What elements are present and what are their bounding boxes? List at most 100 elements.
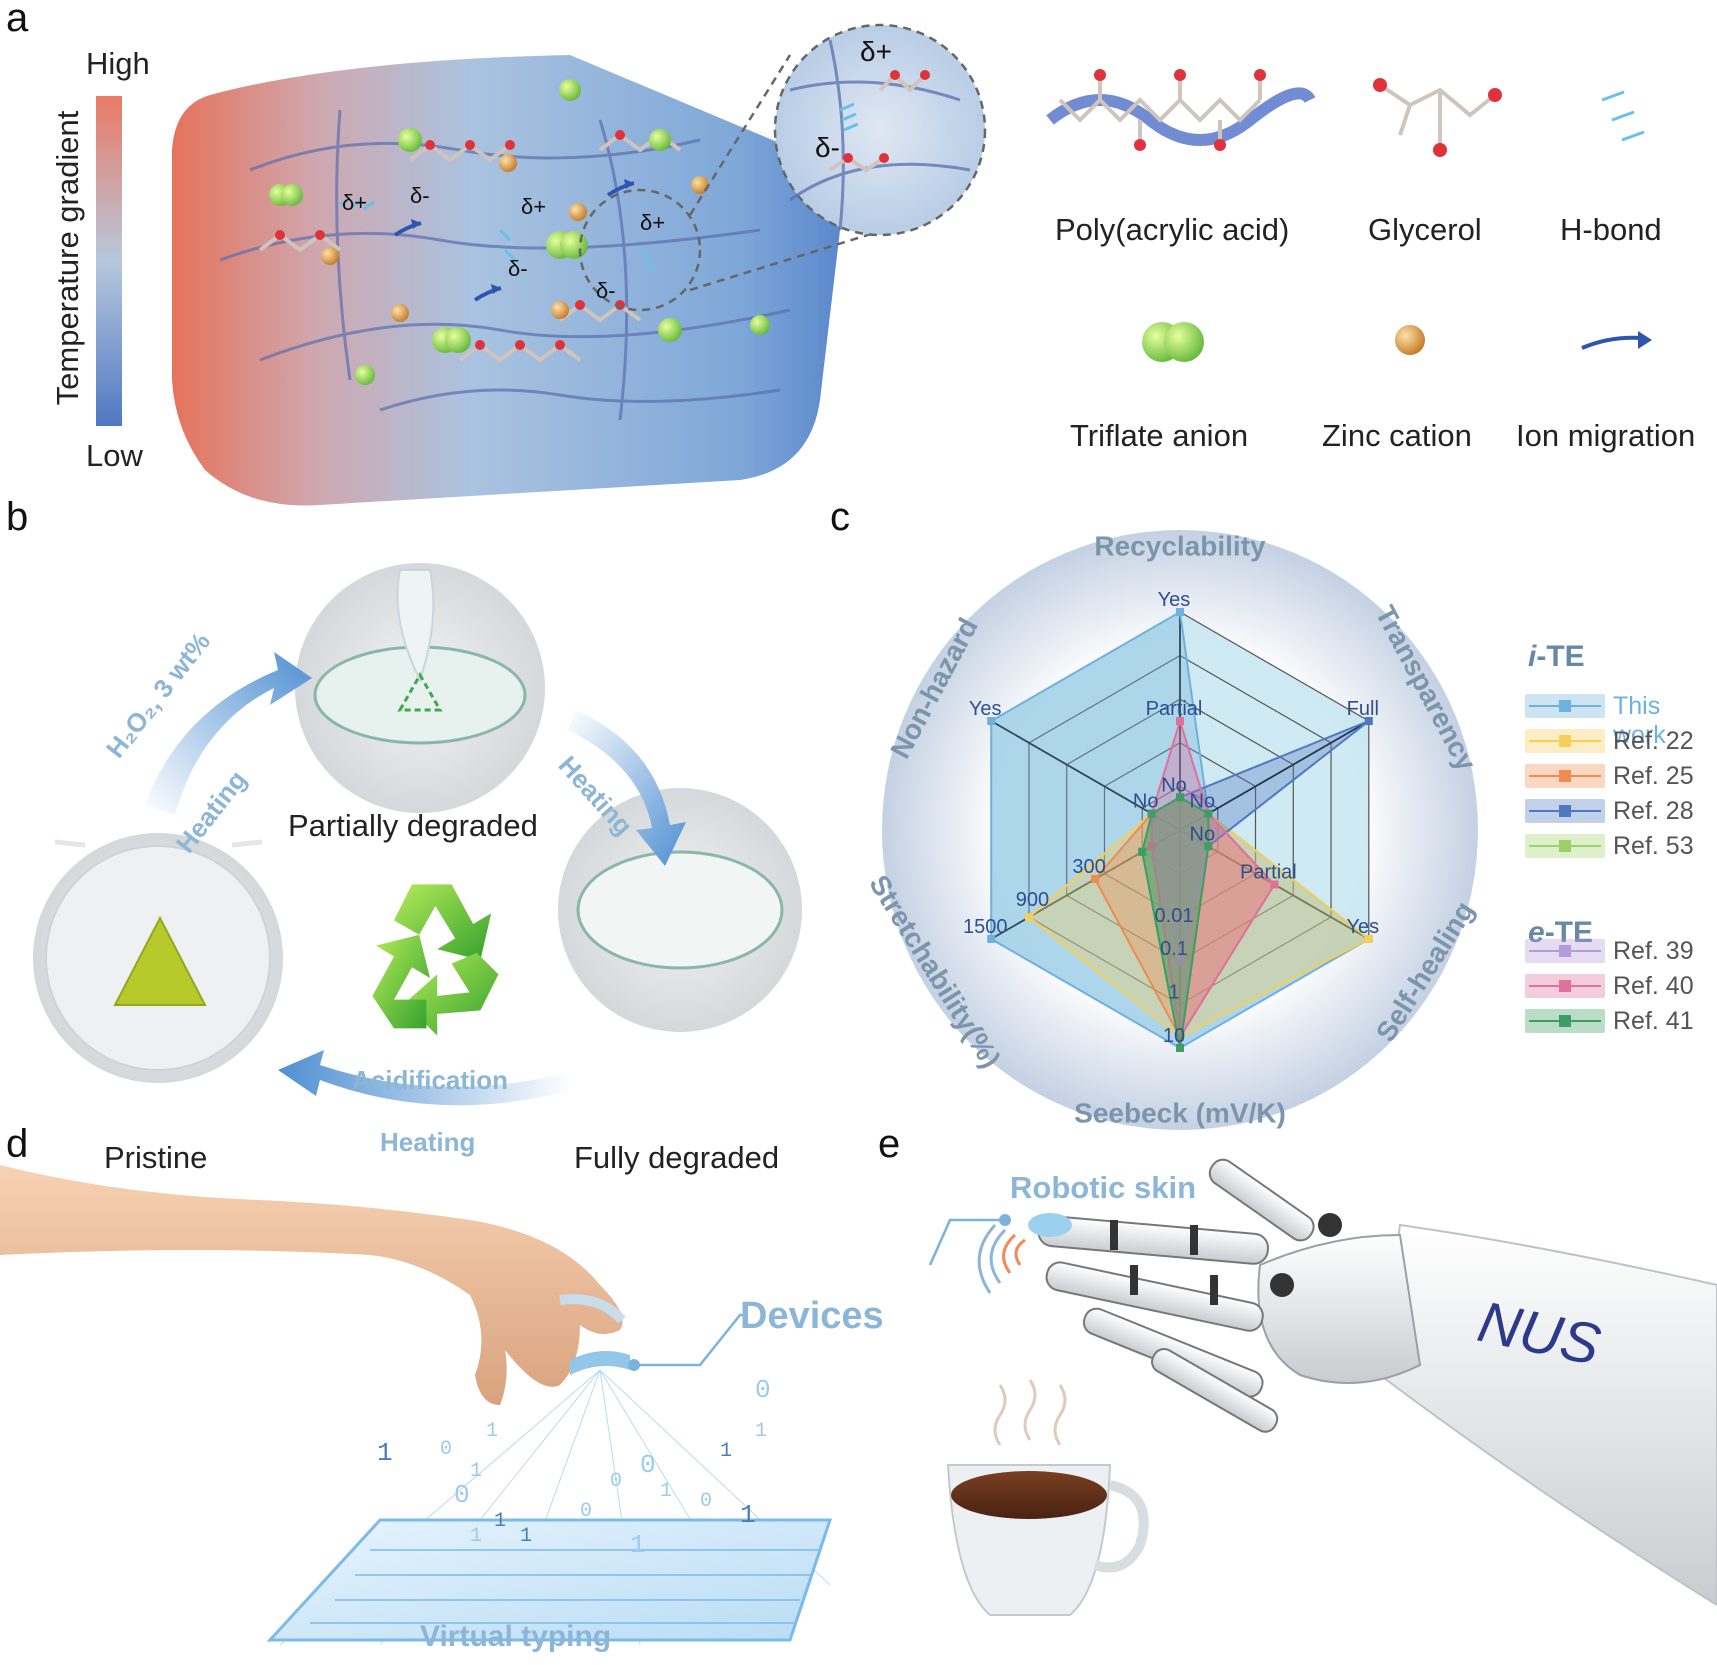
legend-label: Ref. 22 [1613,727,1694,755]
radar-tick-label: No [1190,823,1216,845]
radar-point [987,717,996,725]
legend-item: Ref. 22 [1525,727,1705,755]
robotic-hand-illustration [928,1158,1717,1616]
radar-tick-label: Yes [969,698,1002,720]
legend-marker [1559,805,1571,817]
binary-digit: 1 [486,1420,499,1443]
legend-label-glycerol: Glycerol [1368,212,1482,247]
radar-tick-label: No [1161,774,1187,796]
legend-item: This work [1525,692,1705,749]
devices-label: Devices [740,1295,884,1337]
fingertip-sensor [1028,1213,1072,1237]
state-label-pristine: Pristine [104,1140,208,1175]
legend-item: Ref. 28 [1525,797,1705,825]
legend-label: Ref. 40 [1613,972,1694,1000]
binary-digit: 1 [755,1420,768,1443]
binary-digit: 0 [755,1375,771,1405]
delta-plus-label: δ+ [521,194,547,219]
binary-digit: 1 [720,1440,733,1463]
robot-palm [1257,1233,1422,1384]
radar-tick-label: 900 [1016,889,1049,911]
radar-chart: YesPartialNoFullNoYesPartialNo0.010.1110… [863,530,1483,1130]
wearable-device-patch [570,1351,630,1375]
robot-forearm [1378,1223,1717,1607]
radar-tick-label: No [1133,791,1159,813]
binary-digit: 1 [520,1525,533,1548]
degradation-cycle-illustration [33,563,802,1106]
radar-tick-label: 1 [1168,981,1179,1003]
panel-label-d: d [6,1122,29,1166]
radar-point [1147,842,1156,851]
legend-group-title-ete-prefix: e [1528,916,1545,949]
radar-point [1176,1044,1184,1052]
panel-label-a: a [6,0,29,40]
arrow-label-acidification: Acidification [352,1065,509,1095]
radar-point [1138,847,1147,856]
robot-thumb [1208,1158,1315,1242]
legend-marker [1559,1015,1571,1027]
binary-digit: 0 [700,1490,713,1513]
legend-group-title-ite-prefix: i [1528,640,1537,673]
robot-finger-index [1037,1215,1269,1265]
delta-plus-label: δ+ [640,210,666,235]
virtual-typing-label: Virtual typing [420,1620,612,1653]
legend-marker [1559,945,1571,957]
legend-group-title-ite-suffix: -TE [1536,640,1585,673]
legend-label-ion-migration: Ion migration [1516,418,1696,453]
hydrogel-block-illustration [172,23,987,506]
robotic-skin-label: Robotic skin [1010,1170,1197,1205]
binary-digit: 1 [377,1438,393,1468]
legend-item: Ref. 41 [1525,1007,1705,1035]
triflate-anion-icon [1142,322,1204,362]
radar-series-ref-41 [1138,793,1213,1052]
radar-point [1364,935,1373,943]
legend-label-h-bond: H-bond [1560,212,1662,247]
virtual-typing-illustration [0,1165,833,1646]
glycerol-molecule-icon [1373,78,1502,157]
legend-item: Ref. 40 [1525,972,1705,1000]
arrow-label-heating-bottom: Heating [380,1127,476,1157]
legend-label-poly-acrylic-acid: Poly(acrylic acid) [1055,212,1290,247]
legend-group-title-ite: i-TE [1528,640,1585,674]
legend-label-zinc-cation: Zinc cation [1322,418,1472,453]
state-label-fully-degraded: Fully degraded [574,1140,780,1175]
radar-point [1176,717,1184,725]
radar-tick-label: Partial [1146,698,1203,720]
legend-label: Ref. 41 [1613,1007,1694,1035]
radar-point [987,935,996,943]
radar-tick-label: Full [1347,698,1379,720]
delta-plus-label: δ+ [860,36,892,67]
radar-point [1176,956,1184,965]
radar-tick-label: 1500 [963,916,1008,938]
ion-migration-arrow-icon [1581,331,1652,350]
radar-tick-label: 10 [1163,1025,1185,1047]
robot-finger-pinky [1151,1348,1279,1433]
legend-item: Ref. 25 [1525,762,1705,790]
radar-point [1176,608,1184,616]
radar-tick-label: Yes [1158,589,1191,611]
legend-marker [1559,735,1571,747]
legend-group-title-ete-suffix: -TE [1544,916,1594,949]
zinc-cation-icon [1395,325,1425,355]
state-label-partially-degraded: Partially degraded [288,808,538,843]
delta-minus-label: δ- [410,183,430,208]
radar-tick-label: Partial [1240,862,1297,884]
radar-point [1024,913,1033,922]
panel-label-b: b [6,495,29,539]
delta-minus-label: δ- [596,278,616,303]
legend-marker [1559,840,1571,852]
binary-digit: 0 [610,1470,623,1493]
binary-digit: 1 [494,1510,507,1533]
delta-minus-label: δ- [815,132,840,163]
legend-label: Ref. 39 [1613,937,1694,965]
legend-label: Ref. 28 [1613,797,1694,825]
human-hand [0,1165,623,1405]
temperature-gradient-bar [96,96,122,426]
recycle-icon [372,884,499,1036]
radar-point [1364,717,1373,725]
legend-marker [1559,700,1571,712]
legend-label: Ref. 53 [1613,832,1694,860]
gradient-low-label: Low [86,438,143,473]
panel-label-e: e [878,1122,901,1166]
radar-point [1176,1033,1184,1042]
